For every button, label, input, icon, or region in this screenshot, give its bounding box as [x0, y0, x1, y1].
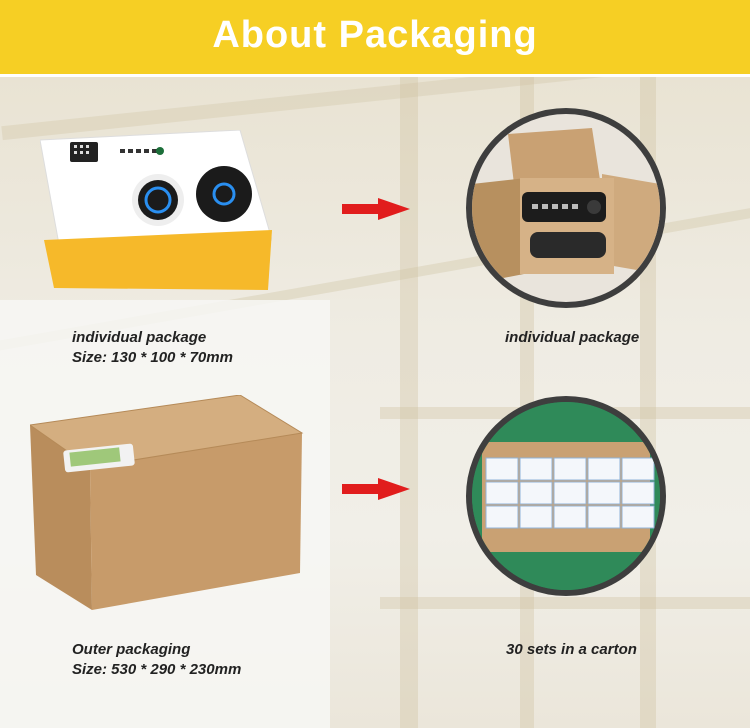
- caption-carton-count: 30 sets in a carton: [506, 641, 637, 658]
- caption-title: individual package: [72, 329, 207, 346]
- caption-size: Size: 130 * 100 * 70mm: [72, 349, 233, 366]
- caption-individual-package: individual package Size: 130 * 100 * 70m…: [72, 328, 233, 368]
- individual-package-image: [40, 130, 272, 290]
- page-title: About Packaging: [212, 14, 538, 56]
- caption-size: Size: 530 * 290 * 230mm: [72, 661, 242, 678]
- caption-individual-package-2: individual package: [505, 329, 640, 346]
- right-arrow-icon: [342, 478, 410, 500]
- outer-carton-image: [30, 395, 304, 610]
- caption-outer-packaging: Outer packaging Size: 530 * 290 * 230mm: [72, 640, 241, 680]
- header-divider: [0, 74, 750, 77]
- caption-title: Outer packaging: [72, 641, 191, 658]
- header-banner: About Packaging: [0, 0, 750, 74]
- carton-contents-photo: [466, 396, 666, 596]
- right-arrow-icon: [342, 198, 410, 220]
- opened-package-photo: [466, 108, 666, 308]
